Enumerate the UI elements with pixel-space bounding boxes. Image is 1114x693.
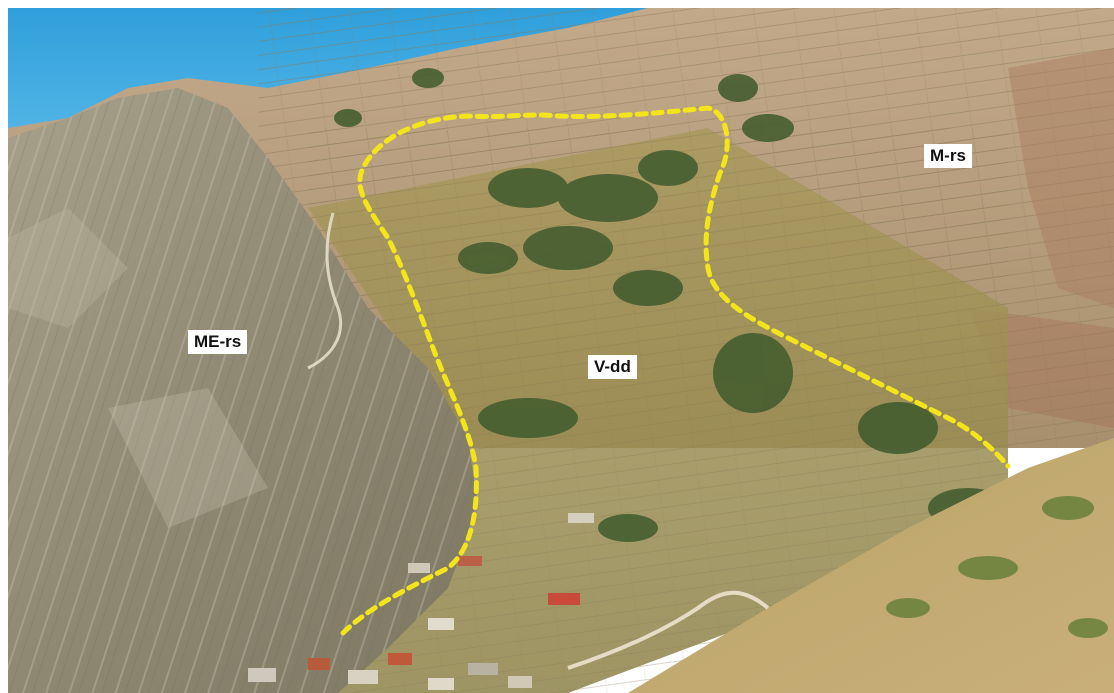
mountain-trail bbox=[307, 212, 343, 370]
foreground-slope bbox=[628, 438, 1114, 693]
label-v-dd: V-dd bbox=[588, 355, 637, 379]
road bbox=[567, 590, 770, 670]
landscape-photo: ME-rs V-dd M-rs bbox=[8, 8, 1114, 693]
label-me-rs: ME-rs bbox=[188, 330, 248, 354]
slide-boundary-dashed-line bbox=[340, 105, 1011, 636]
label-m-rs: M-rs bbox=[924, 144, 972, 168]
village bbox=[248, 513, 594, 690]
landscape-illustration bbox=[8, 8, 1114, 693]
